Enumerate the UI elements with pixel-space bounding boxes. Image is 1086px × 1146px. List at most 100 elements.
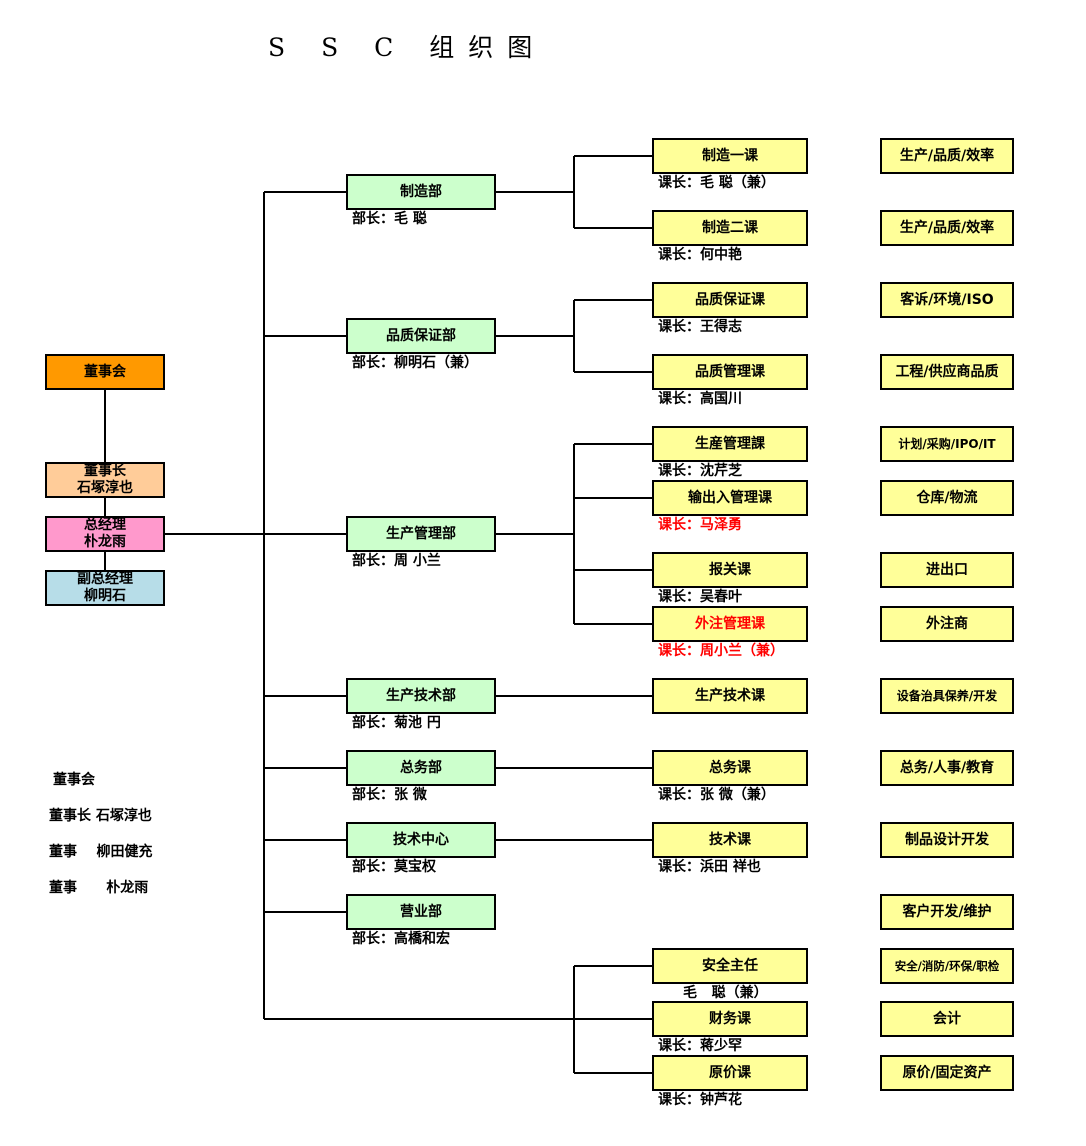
function-label: 生产/品质/效率 bbox=[899, 219, 995, 236]
section-name: 生产技术课 bbox=[695, 687, 765, 704]
dept-name: 制造部 bbox=[400, 183, 442, 200]
function-label: 原价/固定资产 bbox=[902, 1064, 992, 1081]
section-outsource: 外注管理课 bbox=[652, 606, 808, 642]
dept-name: 技术中心 bbox=[393, 831, 449, 848]
function-label: 客户开发/维护 bbox=[902, 903, 992, 920]
board-label: 董事会 bbox=[84, 363, 126, 380]
function-box: 进出口 bbox=[880, 552, 1014, 588]
section-head: 课长：吴春叶 bbox=[658, 589, 742, 605]
section-finance: 财务课 bbox=[652, 1001, 808, 1037]
function-box: 客户开发/维护 bbox=[880, 894, 1014, 930]
function-box: 会计 bbox=[880, 1001, 1014, 1037]
function-label: 会计 bbox=[933, 1010, 961, 1027]
section-name: 输出入管理课 bbox=[688, 489, 772, 506]
section-name: 制造一课 bbox=[702, 147, 758, 164]
section-name: 制造二课 bbox=[702, 219, 758, 236]
vgm-box: 副总经理 柳明石 bbox=[45, 570, 165, 606]
section-head: 课长：浜田 祥也 bbox=[658, 859, 761, 875]
dept-tech-center: 技术中心 bbox=[346, 822, 496, 858]
section-name: 外注管理课 bbox=[695, 615, 765, 632]
function-box: 生产/品质/效率 bbox=[880, 210, 1014, 246]
board-member: 董事 朴龙雨 bbox=[49, 880, 149, 896]
dept-name: 生产管理部 bbox=[386, 525, 456, 542]
function-box: 工程/供应商品质 bbox=[880, 354, 1014, 390]
section-qm: 品质管理课 bbox=[652, 354, 808, 390]
dept-head: 部长：柳明石（兼） bbox=[352, 355, 478, 371]
dept-production-mgmt: 生产管理部 bbox=[346, 516, 496, 552]
function-box: 制品设计开发 bbox=[880, 822, 1014, 858]
dept-name: 总务部 bbox=[400, 759, 442, 776]
section-name: 品质管理课 bbox=[695, 363, 765, 380]
section-customs: 报关课 bbox=[652, 552, 808, 588]
dept-name: 品质保证部 bbox=[386, 327, 456, 344]
section-head: 课长：蒋少罕 bbox=[658, 1038, 742, 1054]
gm-box: 总经理 朴龙雨 bbox=[45, 516, 165, 552]
section-head: 课长：马泽勇 bbox=[658, 517, 742, 533]
dept-head: 部长：周 小兰 bbox=[352, 553, 441, 569]
function-box: 外注商 bbox=[880, 606, 1014, 642]
section-head: 课长：何中艳 bbox=[658, 247, 742, 263]
section-safety: 安全主任 bbox=[652, 948, 808, 984]
dept-production-tech: 生产技术部 bbox=[346, 678, 496, 714]
function-label: 生产/品质/效率 bbox=[899, 147, 995, 164]
dept-head: 部长：高橋和宏 bbox=[352, 931, 450, 947]
section-head: 课长：钟芦花 bbox=[658, 1092, 742, 1108]
section-head: 毛 聪（兼） bbox=[683, 985, 768, 1001]
function-label: 进出口 bbox=[926, 561, 968, 578]
section-name: 原价课 bbox=[709, 1064, 751, 1081]
section-cost: 原价课 bbox=[652, 1055, 808, 1091]
board-member: 董事长 石塚淳也 bbox=[49, 808, 152, 824]
dept-general-affairs: 总务部 bbox=[346, 750, 496, 786]
chairman-name: 石塚淳也 bbox=[77, 480, 133, 496]
page-title: S S C 组织图 bbox=[268, 33, 547, 62]
board-members-heading: 董事会 bbox=[53, 772, 95, 788]
section-ga: 总务课 bbox=[652, 750, 808, 786]
section-prodmgmt: 生産管理課 bbox=[652, 426, 808, 462]
vgm-title: 副总经理 bbox=[77, 571, 133, 587]
section-tech: 技术课 bbox=[652, 822, 808, 858]
function-box: 客诉/环境/ISO bbox=[880, 282, 1014, 318]
section-head: 课长：张 微（兼） bbox=[658, 787, 775, 803]
dept-head: 部长：菊池 円 bbox=[352, 715, 441, 731]
function-label: 客诉/环境/ISO bbox=[900, 291, 994, 308]
gm-name: 朴龙雨 bbox=[84, 534, 126, 550]
function-box: 安全/消防/环保/职检 bbox=[880, 948, 1014, 984]
section-name: 技术课 bbox=[709, 831, 751, 848]
dept-manufacturing: 制造部 bbox=[346, 174, 496, 210]
function-box: 生产/品质/效率 bbox=[880, 138, 1014, 174]
section-name: 财务课 bbox=[709, 1010, 751, 1027]
section-qa: 品质保证课 bbox=[652, 282, 808, 318]
section-prodtech: 生产技术课 bbox=[652, 678, 808, 714]
section-head: 课长：王得志 bbox=[658, 319, 742, 335]
function-box: 设备治具保养/开发 bbox=[880, 678, 1014, 714]
section-name: 品质保证课 bbox=[695, 291, 765, 308]
section-head: 课长：周小兰（兼） bbox=[658, 643, 784, 659]
section-head: 课长：高国川 bbox=[658, 391, 742, 407]
dept-name: 生产技术部 bbox=[386, 687, 456, 704]
function-label: 制品设计开发 bbox=[905, 831, 989, 848]
section-head: 课长：毛 聪（兼） bbox=[658, 175, 775, 191]
board-member: 董事 柳田健充 bbox=[49, 844, 153, 860]
section-mfg2: 制造二课 bbox=[652, 210, 808, 246]
section-name: 总务课 bbox=[709, 759, 751, 776]
dept-head: 部长：莫宝权 bbox=[352, 859, 436, 875]
dept-qa: 品质保证部 bbox=[346, 318, 496, 354]
function-label: 工程/供应商品质 bbox=[895, 363, 999, 380]
section-name: 生産管理課 bbox=[695, 435, 765, 452]
section-head: 课长：沈芹芝 bbox=[658, 463, 742, 479]
chairman-title: 董事长 bbox=[84, 463, 126, 479]
function-box: 总务/人事/教育 bbox=[880, 750, 1014, 786]
function-box: 计划/采购/IPO/IT bbox=[880, 426, 1014, 462]
function-label: 计划/采购/IPO/IT bbox=[898, 436, 996, 451]
function-label: 安全/消防/环保/职检 bbox=[894, 958, 1000, 973]
gm-title: 总经理 bbox=[84, 517, 126, 533]
dept-head: 部长：张 微 bbox=[352, 787, 427, 803]
function-box: 原价/固定资产 bbox=[880, 1055, 1014, 1091]
dept-name: 营业部 bbox=[400, 903, 442, 920]
section-io: 输出入管理课 bbox=[652, 480, 808, 516]
dept-head: 部长：毛 聪 bbox=[352, 211, 427, 227]
section-name: 安全主任 bbox=[702, 957, 758, 974]
function-box: 仓库/物流 bbox=[880, 480, 1014, 516]
board-box: 董事会 bbox=[45, 354, 165, 390]
